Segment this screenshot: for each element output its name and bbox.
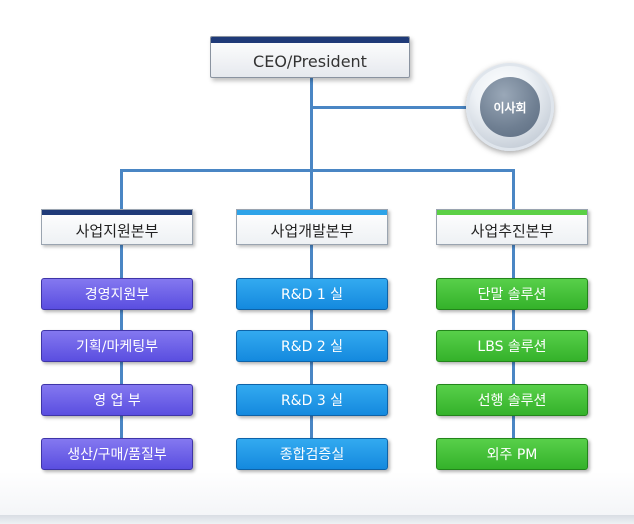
connector-board (310, 106, 468, 109)
dept-box: 기획/마케팅부 (41, 330, 193, 362)
connector-horizontal (120, 169, 515, 172)
ceo-box: CEO/President (210, 36, 410, 78)
connector-div-2 (310, 169, 313, 210)
dept-box: LBS 솔루션 (436, 330, 588, 362)
division-band (437, 210, 587, 215)
dept-box: 단말 솔루션 (436, 278, 588, 310)
dept-box: 생산/구매/품질부 (41, 438, 193, 470)
dept-box: 외주 PM (436, 438, 588, 470)
division-band (237, 210, 387, 215)
dept-box: R&D 2 실 (236, 330, 388, 362)
board-label: 이사회 (480, 77, 540, 137)
division-band (42, 210, 192, 215)
division-title: 사업지원본부 (75, 222, 159, 240)
dept-box: R&D 1 실 (236, 278, 388, 310)
dept-box: 경영지원부 (41, 278, 193, 310)
dept-box: 영 업 부 (41, 384, 193, 416)
dept-box: 선행 솔루션 (436, 384, 588, 416)
division-header-support: 사업지원본부 (41, 209, 193, 245)
ceo-label: CEO/President (253, 51, 367, 71)
dept-box: 종합검증실 (236, 438, 388, 470)
connector-ceo-down (310, 78, 313, 172)
connector-div-3 (512, 169, 515, 210)
bottom-bar (0, 515, 634, 524)
dept-box: R&D 3 실 (236, 384, 388, 416)
division-header-promotion: 사업추진본부 (436, 209, 588, 245)
board-circle: 이사회 (466, 63, 554, 151)
ceo-band (211, 37, 409, 43)
division-title: 사업개발본부 (270, 222, 354, 240)
division-title: 사업추진본부 (470, 222, 554, 240)
division-header-development: 사업개발본부 (236, 209, 388, 245)
connector-div-1 (120, 169, 123, 210)
